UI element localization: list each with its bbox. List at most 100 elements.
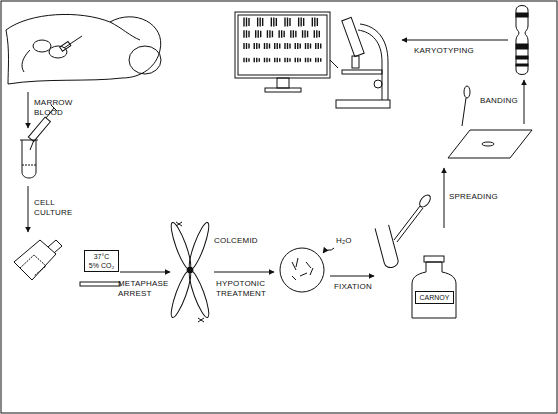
arrow bbox=[330, 276, 374, 277]
chromosome-mark bbox=[314, 30, 315, 38]
chromosome-mark bbox=[266, 43, 267, 49]
chromosome-mark bbox=[243, 43, 244, 49]
syringe-tube bbox=[28, 117, 50, 141]
swollen-cell bbox=[323, 248, 334, 253]
chromosome-mark bbox=[258, 30, 259, 38]
chromosome-mark bbox=[284, 43, 285, 49]
chromosome-mark bbox=[307, 43, 308, 49]
node-text: 5% CO₂ bbox=[88, 261, 115, 270]
patient-figure bbox=[110, 17, 161, 78]
step-label: KARYOTYPING bbox=[414, 46, 474, 56]
chromosome-mark bbox=[297, 43, 298, 49]
chromosome-mark bbox=[259, 44, 260, 49]
monitor bbox=[238, 15, 327, 75]
chromosome-mark bbox=[315, 43, 316, 49]
chromosome-mark bbox=[254, 43, 255, 49]
chromosome-mark bbox=[271, 18, 272, 27]
microscope bbox=[358, 30, 382, 100]
reagent-label: H₂O bbox=[336, 236, 352, 246]
fixation-tube bbox=[418, 193, 433, 209]
syringe-tube bbox=[22, 140, 36, 178]
step-label: BANDING bbox=[480, 96, 518, 106]
arrow bbox=[28, 92, 29, 128]
chromosome-mark bbox=[269, 58, 270, 62]
chromosome-mark bbox=[317, 18, 318, 26]
banded-chromosome bbox=[516, 44, 528, 49]
chromosome-mark bbox=[307, 31, 308, 38]
chromosome-symbol bbox=[168, 269, 194, 319]
chromosome-mark bbox=[310, 58, 311, 62]
chromosome-mark bbox=[254, 58, 255, 63]
chromosome-symbol bbox=[168, 221, 212, 322]
patient-figure bbox=[22, 50, 30, 72]
chromosome-symbol bbox=[186, 221, 212, 271]
chromosome-mark bbox=[287, 43, 288, 49]
microscope bbox=[374, 80, 382, 88]
glass-slide bbox=[482, 142, 494, 146]
chromosome-mark bbox=[266, 58, 267, 63]
chromosome-mark bbox=[246, 43, 247, 49]
chromosome-symbol bbox=[168, 221, 194, 271]
chromosome-mark bbox=[297, 58, 298, 63]
chromosome-mark bbox=[246, 30, 247, 38]
chromosome-mark bbox=[248, 18, 249, 26]
chromosome-mark bbox=[298, 18, 299, 27]
chromosome-mark bbox=[248, 44, 249, 49]
microscope bbox=[342, 17, 364, 56]
chromosome-mark bbox=[259, 18, 260, 27]
step-label: METAPHASE ARREST bbox=[118, 279, 172, 299]
step-label: CELL CULTURE bbox=[34, 198, 78, 218]
node-text: 37°C bbox=[88, 252, 115, 261]
chromosome-symbol bbox=[198, 318, 204, 322]
banded-chromosome bbox=[516, 6, 528, 75]
chromosome-mark bbox=[276, 18, 277, 26]
culture-flask bbox=[14, 240, 120, 286]
chromosome-mark bbox=[312, 18, 313, 27]
step-label: SPREADING bbox=[449, 192, 498, 202]
chromosome-mark bbox=[274, 43, 275, 49]
reagent-label: COLCEMID bbox=[214, 236, 258, 246]
patient-figure bbox=[33, 40, 51, 52]
chromosome-mark bbox=[269, 44, 270, 49]
chromosome-mark bbox=[283, 31, 284, 38]
chromosome-mark bbox=[264, 58, 265, 63]
incubator-display: 37°C5% CO₂ bbox=[84, 250, 119, 272]
chromosome-mark bbox=[246, 18, 247, 27]
chromosome-mark bbox=[256, 43, 257, 49]
monitor bbox=[330, 60, 338, 68]
arrow bbox=[444, 168, 445, 228]
chromosome-mark bbox=[273, 18, 274, 27]
chromosome-mark bbox=[246, 58, 247, 63]
swollen-cell bbox=[292, 258, 313, 280]
glass-slide bbox=[464, 86, 470, 98]
chromosome-mark bbox=[293, 30, 294, 38]
culture-flask bbox=[48, 240, 62, 253]
patient-figure bbox=[6, 30, 9, 84]
chromosome-mark bbox=[277, 43, 278, 49]
chromosome-mark bbox=[289, 58, 290, 62]
arrow bbox=[402, 40, 508, 41]
banded-chromosome bbox=[516, 56, 528, 59]
chromosome-mark bbox=[315, 58, 316, 63]
chromosome-mark bbox=[289, 18, 290, 26]
chromosome-mark bbox=[256, 58, 257, 63]
chromosome-mark bbox=[295, 43, 296, 49]
chromosome-mark bbox=[284, 18, 285, 27]
chromosome-mark bbox=[248, 58, 249, 62]
banded-chromosome bbox=[516, 13, 528, 17]
chromosome-mark bbox=[269, 30, 270, 38]
carnoy-bottle bbox=[412, 262, 456, 318]
microscope bbox=[336, 100, 390, 108]
chromosome-mark bbox=[304, 30, 305, 38]
glass-slide bbox=[448, 130, 532, 158]
chromosome-mark bbox=[318, 43, 319, 49]
chromosome-mark bbox=[318, 58, 319, 63]
chromosome-mark bbox=[279, 44, 280, 49]
patient-figure bbox=[129, 46, 161, 74]
banded-chromosome bbox=[516, 64, 528, 66]
chromosome-mark bbox=[303, 18, 304, 26]
chromosome-mark bbox=[277, 58, 278, 63]
carnoy-bottle bbox=[412, 256, 456, 318]
culture-flask bbox=[20, 255, 46, 276]
arrow bbox=[28, 186, 29, 232]
